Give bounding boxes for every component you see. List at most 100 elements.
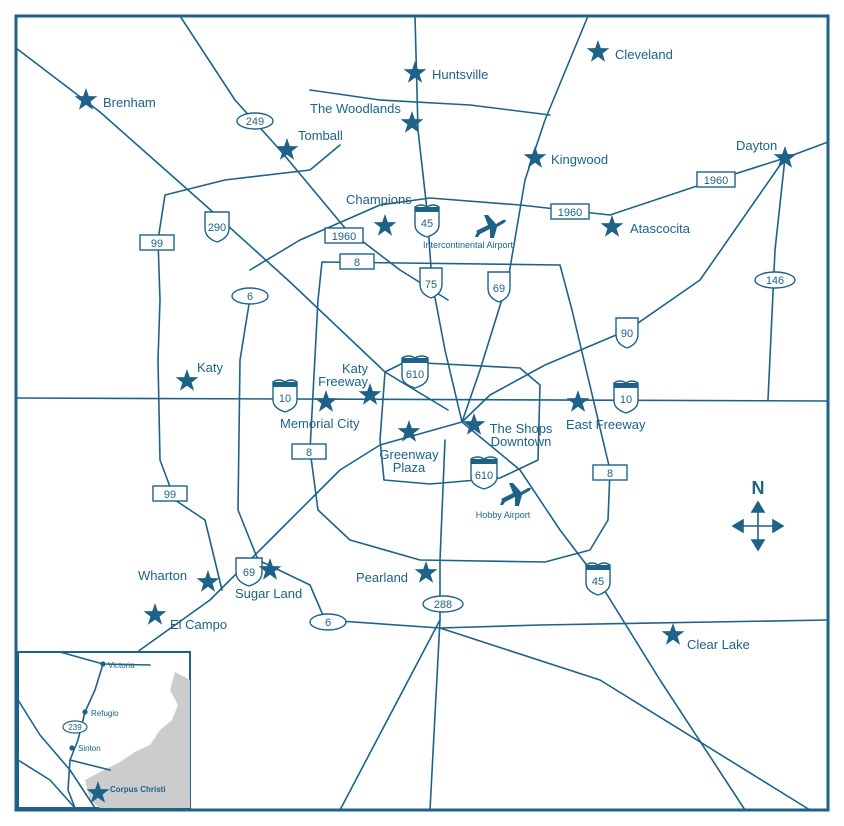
svg-text:146: 146 xyxy=(766,275,784,287)
shield-fm1960-west: 1960 xyxy=(324,227,364,244)
svg-text:288: 288 xyxy=(434,599,452,611)
city-label-dayton: Dayton xyxy=(736,138,777,153)
compass-rose: N xyxy=(731,478,785,552)
route-shields: 1960 1960 1960 8 8 8 99 99 xyxy=(139,112,796,631)
shield-i45-north: 45 xyxy=(414,204,440,238)
city-labels: Cleveland Huntsville Brenham The Woodlan… xyxy=(103,47,777,652)
shield-sh6-south: 6 xyxy=(309,613,347,631)
inset-city-victoria: Victoria xyxy=(108,661,135,670)
airport-intercontinental-label: Intercontinental Airport xyxy=(423,240,514,250)
shield-sh288: 288 xyxy=(422,595,464,613)
svg-text:8: 8 xyxy=(354,257,360,269)
city-label-brenham: Brenham xyxy=(103,95,156,110)
shield-us75: 75 xyxy=(419,267,443,299)
svg-text:1960: 1960 xyxy=(704,175,728,187)
svg-text:99: 99 xyxy=(164,489,176,501)
city-label-katy-freeway: Katy Freeway xyxy=(318,362,368,389)
city-label-the-shops-downtown: The Shops Downtown xyxy=(489,422,553,449)
svg-text:69: 69 xyxy=(243,567,255,579)
city-label-katy: Katy xyxy=(197,360,224,375)
i45-south-road xyxy=(461,421,746,811)
shield-sh99-south: 99 xyxy=(152,485,188,502)
sh99-road xyxy=(157,144,341,591)
svg-text:610: 610 xyxy=(475,470,493,482)
svg-text:1960: 1960 xyxy=(558,207,582,219)
shield-i45-south: 45 xyxy=(585,562,611,596)
cleveland-star-icon xyxy=(586,40,610,62)
shield-us69-north: 69 xyxy=(487,271,511,303)
east-freeway-star-icon xyxy=(566,390,590,412)
shield-sh99-north: 99 xyxy=(139,234,175,251)
svg-text:1960: 1960 xyxy=(332,231,356,243)
city-label-memorial-city: Memorial City xyxy=(280,416,360,431)
city-label-huntsville: Huntsville xyxy=(432,67,488,82)
airport-hobby-label: Hobby Airport xyxy=(476,510,531,520)
shield-sh6-north: 6 xyxy=(231,287,269,305)
shield-bw8-east: 8 xyxy=(592,464,628,481)
shield-i610-south: 610 xyxy=(470,456,498,490)
svg-text:10: 10 xyxy=(279,393,291,405)
airports: Intercontinental Airport Hobby Airport xyxy=(423,215,531,520)
city-label-pearland: Pearland xyxy=(356,570,408,585)
map-frame xyxy=(14,14,830,812)
el-campo-star-icon xyxy=(143,603,167,625)
shield-i10-west: 10 xyxy=(272,379,298,413)
i10-road xyxy=(15,397,829,402)
svg-text:249: 249 xyxy=(246,116,264,128)
city-label-kingwood: Kingwood xyxy=(551,152,608,167)
atascocita-star-icon xyxy=(600,215,624,237)
sh6-road xyxy=(237,297,829,629)
compass-arrows-icon xyxy=(731,500,785,552)
shield-bw8-west: 8 xyxy=(291,443,327,460)
shield-bw8-north: 8 xyxy=(339,253,375,270)
svg-text:6: 6 xyxy=(325,617,331,629)
city-label-atascocita: Atascocita xyxy=(630,221,691,236)
shield-sh146: 146 xyxy=(754,271,796,289)
city-label-the-woodlands: The Woodlands xyxy=(310,101,401,116)
road-network xyxy=(15,15,829,811)
kingwood-star-icon xyxy=(523,146,547,168)
svg-text:8: 8 xyxy=(306,447,312,459)
woodlands-kingwood-road xyxy=(309,89,551,116)
shield-sh249: 249 xyxy=(236,112,274,130)
fm1960-road xyxy=(249,157,786,271)
inset-city-refugio: Refugio xyxy=(91,709,119,718)
shield-i610-north: 610 xyxy=(401,355,429,389)
south-road xyxy=(339,619,441,811)
shield-fm1960-east: 1960 xyxy=(696,171,736,188)
shield-us290: 290 xyxy=(204,211,230,243)
inset-coast xyxy=(85,672,190,808)
clear-lake-star-icon xyxy=(661,623,685,645)
pearland-star-icon xyxy=(414,561,438,583)
tomball-star-icon xyxy=(275,138,299,160)
us69-north-road xyxy=(461,15,589,423)
city-markers xyxy=(74,40,797,645)
city-label-champions: Champions xyxy=(346,192,412,207)
svg-text:69: 69 xyxy=(493,283,505,295)
shield-us69-south: 69 xyxy=(235,557,263,587)
svg-text:6: 6 xyxy=(247,291,253,303)
intercontinental-airport-icon xyxy=(475,215,506,238)
city-label-sugar-land: Sugar Land xyxy=(235,586,302,601)
svg-text:45: 45 xyxy=(421,218,433,230)
city-label-el-campo: El Campo xyxy=(170,617,227,632)
svg-text:45: 45 xyxy=(592,576,604,588)
the-woodlands-star-icon xyxy=(400,111,424,133)
city-label-greenway-plaza: Greenway Plaza xyxy=(379,448,439,475)
svg-text:8: 8 xyxy=(607,468,613,480)
sh288-road xyxy=(429,439,446,811)
city-label-clear-lake: Clear Lake xyxy=(687,637,750,652)
city-label-wharton: Wharton xyxy=(138,568,187,583)
shield-us90: 90 xyxy=(615,317,639,349)
svg-text:75: 75 xyxy=(425,279,437,291)
shield-i10-east: 10 xyxy=(613,380,639,414)
sh249-road xyxy=(179,15,449,301)
svg-text:90: 90 xyxy=(621,328,633,340)
southeast-road xyxy=(439,627,811,811)
wharton-star-icon xyxy=(196,570,220,592)
compass-north-label: N xyxy=(752,478,765,498)
i610-loop-road xyxy=(379,361,541,485)
hobby-airport-icon xyxy=(500,483,531,506)
svg-text:10: 10 xyxy=(620,394,632,406)
